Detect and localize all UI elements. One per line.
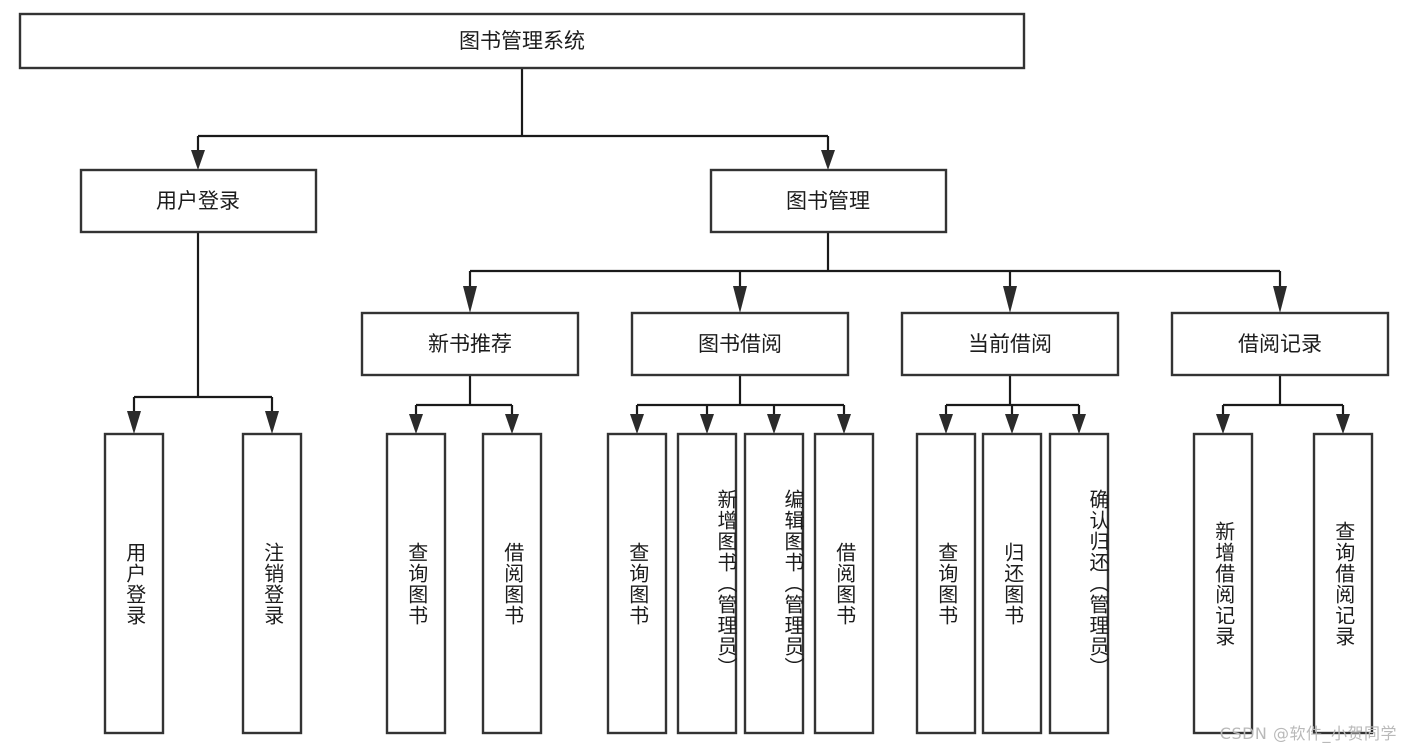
arrow-head-book-borrow — [733, 286, 747, 313]
node-current-borrow[interactable]: 当前借阅 — [900, 311, 1120, 377]
leaf-boxes — [103, 432, 1374, 735]
node-user-login[interactable]: 用户登录 — [79, 168, 318, 234]
leaf-box-query-book-2[interactable] — [606, 432, 668, 735]
node-book-borrow-box[interactable] — [630, 311, 850, 377]
node-book-manage[interactable]: 图书管理 — [709, 168, 948, 234]
node-borrow-record[interactable]: 借阅记录 — [1170, 311, 1390, 377]
arrow-head-leaf-query-book-2 — [630, 414, 644, 434]
arrow-head-new-book-recommend — [463, 286, 477, 313]
node-new-book-recommend-box[interactable] — [360, 311, 580, 377]
leaf-box-user-logout[interactable] — [241, 432, 303, 735]
connector-group-borrow-record — [1216, 375, 1350, 434]
connector-group-new-book-recommend — [409, 375, 519, 434]
node-new-book-recommend[interactable]: 新书推荐 — [360, 311, 580, 377]
arrow-head-user-login — [191, 150, 205, 170]
node-root-label: 图书管理系统 — [459, 29, 585, 53]
leaf-box-query-book-3[interactable] — [915, 432, 977, 735]
leaf-box-borrow-book-2[interactable] — [813, 432, 875, 735]
arrow-head-leaf-query-record — [1336, 414, 1350, 434]
arrow-head-leaf-confirm-return — [1072, 414, 1086, 434]
connector-group-root — [191, 68, 835, 170]
leaf-box-add-book[interactable] — [676, 432, 738, 735]
leaf-box-confirm-return[interactable] — [1048, 432, 1110, 735]
node-borrow-record-label: 借阅记录 — [1238, 332, 1322, 356]
csdn-watermark: CSDN @软件_小贺同学 — [1219, 724, 1397, 743]
node-user-login-box[interactable] — [79, 168, 318, 234]
node-root-box[interactable] — [18, 12, 1026, 70]
connector-group-current-borrow — [939, 375, 1086, 434]
arrow-head-leaf-add-record — [1216, 414, 1230, 434]
arrow-head-leaf-borrow-book-2 — [837, 414, 851, 434]
arrow-head-leaf-return-book — [1005, 414, 1019, 434]
arrow-head-borrow-record — [1273, 286, 1287, 313]
connector-group-book-borrow — [630, 375, 851, 434]
leaf-box-query-book-1[interactable] — [385, 432, 447, 735]
node-current-borrow-box[interactable] — [900, 311, 1120, 377]
node-new-book-recommend-label: 新书推荐 — [428, 332, 512, 356]
arrow-head-leaf-add-book — [700, 414, 714, 434]
arrow-head-current-borrow — [1003, 286, 1017, 313]
node-book-borrow[interactable]: 图书借阅 — [630, 311, 850, 377]
leaf-box-return-book[interactable] — [981, 432, 1043, 735]
node-book-manage-box[interactable] — [709, 168, 948, 234]
arrow-head-leaf-user-logout — [265, 411, 279, 434]
node-book-borrow-label: 图书借阅 — [698, 332, 782, 356]
arrow-head-leaf-borrow-book-1 — [505, 414, 519, 434]
node-borrow-record-box[interactable] — [1170, 311, 1390, 377]
arrow-head-leaf-edit-book — [767, 414, 781, 434]
leaf-box-edit-book[interactable] — [743, 432, 805, 735]
arrow-head-leaf-user-login — [127, 411, 141, 434]
node-book-manage-label: 图书管理 — [786, 189, 870, 213]
arrow-head-book-manage — [821, 150, 835, 170]
arrow-head-leaf-query-book-3 — [939, 414, 953, 434]
node-current-borrow-label: 当前借阅 — [968, 332, 1052, 356]
leaf-box-query-record[interactable] — [1312, 432, 1374, 735]
node-root[interactable]: 图书管理系统 — [18, 12, 1026, 70]
arrow-head-leaf-query-book-1 — [409, 414, 423, 434]
node-user-login-label: 用户登录 — [156, 189, 240, 213]
leaf-box-borrow-book-1[interactable] — [481, 432, 543, 735]
connector-group-book-manage — [463, 232, 1287, 313]
connector-group-user-login — [127, 232, 279, 434]
leaf-box-user-login[interactable] — [103, 432, 165, 735]
leaf-box-add-record[interactable] — [1192, 432, 1254, 735]
